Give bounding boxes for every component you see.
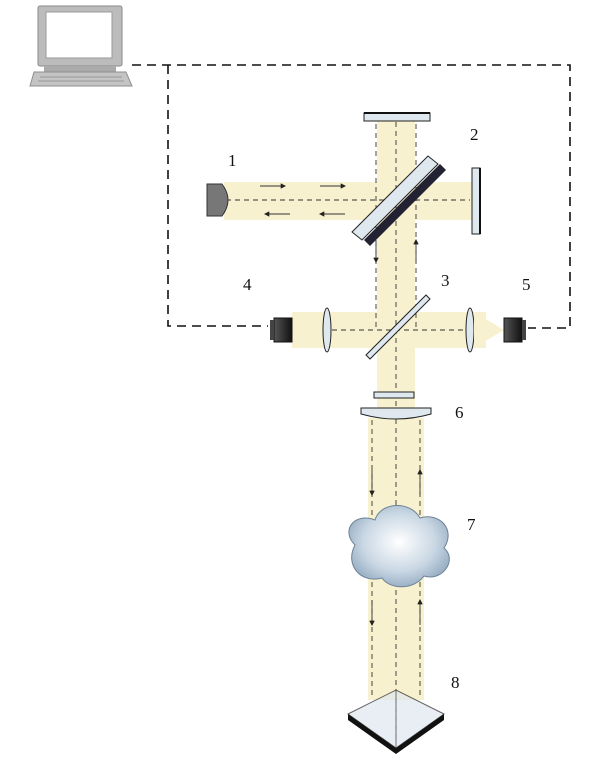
fixed-mirror-right: [471, 167, 481, 235]
detector-5: [474, 312, 526, 348]
control-cable: [132, 64, 571, 329]
fixed-mirror-top: [363, 112, 431, 122]
label-4: 4: [243, 275, 252, 294]
component-labels: 1 2 3 4 5 6 7 8: [228, 125, 531, 692]
label-5: 5: [522, 275, 531, 294]
lens-left: [322, 307, 332, 353]
retroreflector-8: [347, 689, 445, 754]
label-6: 6: [455, 403, 464, 422]
cloud-icon: [348, 505, 450, 588]
light-beams: [224, 120, 486, 700]
label-1: 1: [228, 151, 237, 170]
beamsplitter-3: [365, 294, 431, 360]
label-8: 8: [451, 673, 460, 692]
light-source: [206, 183, 229, 217]
label-2: 2: [470, 125, 479, 144]
lens-right: [465, 307, 475, 353]
label-7: 7: [467, 515, 476, 534]
beamsplitter-2: [351, 155, 446, 246]
telescope-lens-6: [360, 391, 432, 420]
detector-4: [270, 312, 322, 348]
label-3: 3: [441, 271, 450, 290]
computer-icon: [29, 5, 133, 87]
